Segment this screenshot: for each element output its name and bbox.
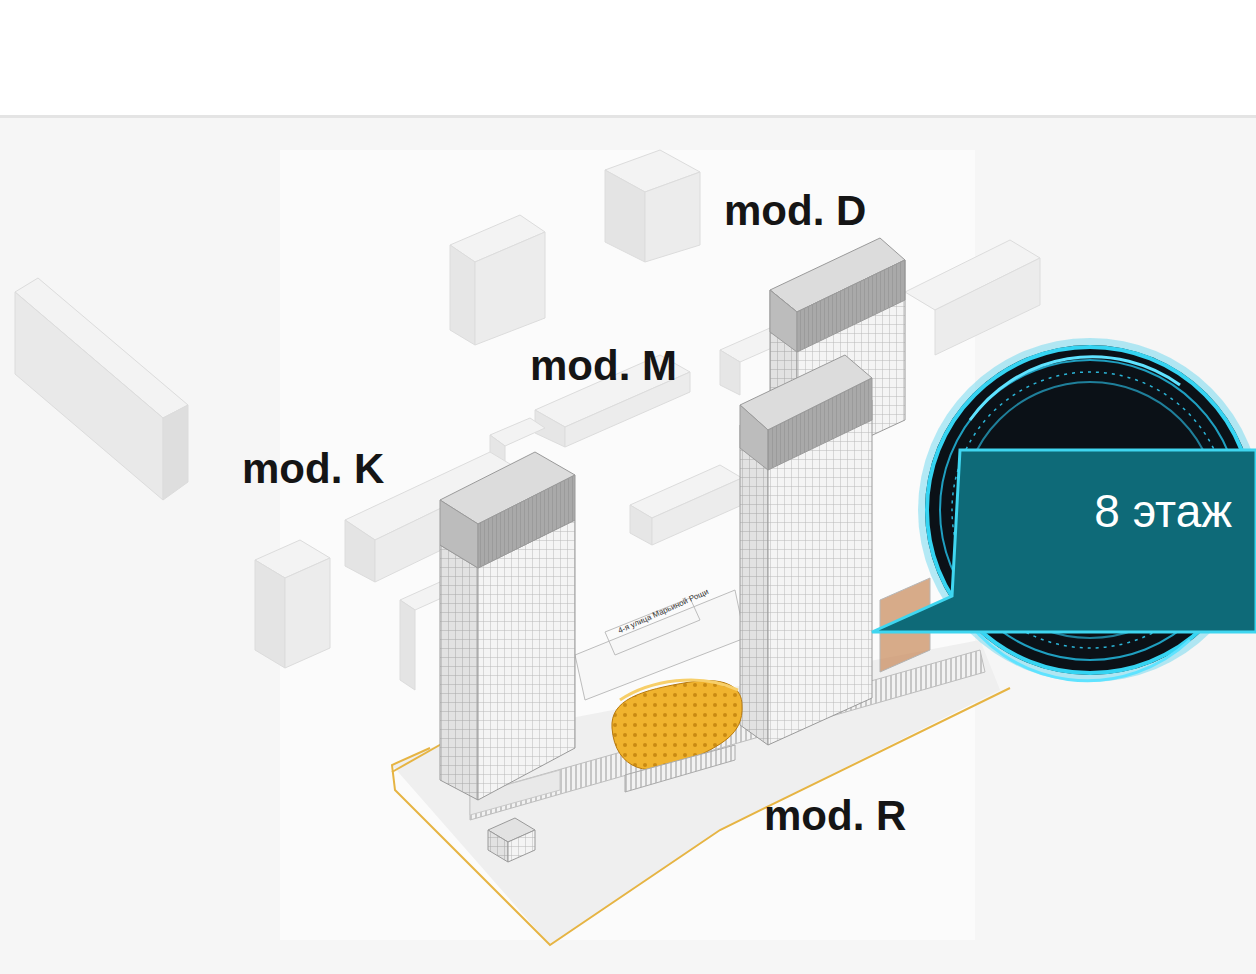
context-buildings-part [645,172,700,262]
module-label: mod. D [724,190,866,232]
context-buildings-part [285,558,330,668]
floor-band: 8 этаж [868,446,1256,636]
golden-building [612,680,742,792]
street-plaza-part [575,590,745,700]
context-buildings-part [15,292,163,500]
context-buildings-part [630,505,652,545]
small-building [488,818,535,862]
module-label: mod. M [530,345,677,387]
top-bar-part [0,115,1256,118]
street-plaza [575,590,745,700]
tower-m-part [768,378,872,470]
module-label: mod. R [764,795,906,837]
context-buildings-part [475,232,545,345]
small-building-part [508,830,535,862]
context-buildings-part [400,600,415,690]
floor-band-shape [868,446,1256,636]
context-buildings-part [652,478,742,545]
site-boundary-part [392,742,445,772]
tower-m-part [740,405,768,470]
context-buildings-part [935,258,1040,355]
context-buildings-part [450,245,475,345]
module-label: mod. K [242,448,384,490]
top-bar-part [0,0,1256,115]
tower-k-part [440,545,478,800]
tower-k-part [478,520,575,800]
tower-k [440,452,575,800]
context-buildings-part [163,405,188,500]
tower-m [740,355,872,745]
golden-building-part [620,680,738,700]
context-buildings-part [255,560,285,668]
floor-band-fill [872,450,1256,632]
tower-k-part [440,500,478,568]
context-buildings-part [605,170,645,262]
tower-d-part [797,260,905,352]
golden-building-part [625,745,735,792]
tower-d-part [770,290,797,352]
floor-number: 8 этаж [1094,488,1232,534]
context-buildings-part [345,520,375,582]
small-building-part [488,830,508,862]
floor-badge-part [970,357,1180,420]
tower-k-part [478,475,575,568]
tower-m-part [740,425,768,745]
context-buildings-part [720,350,740,395]
top-bar-part [0,118,1256,974]
